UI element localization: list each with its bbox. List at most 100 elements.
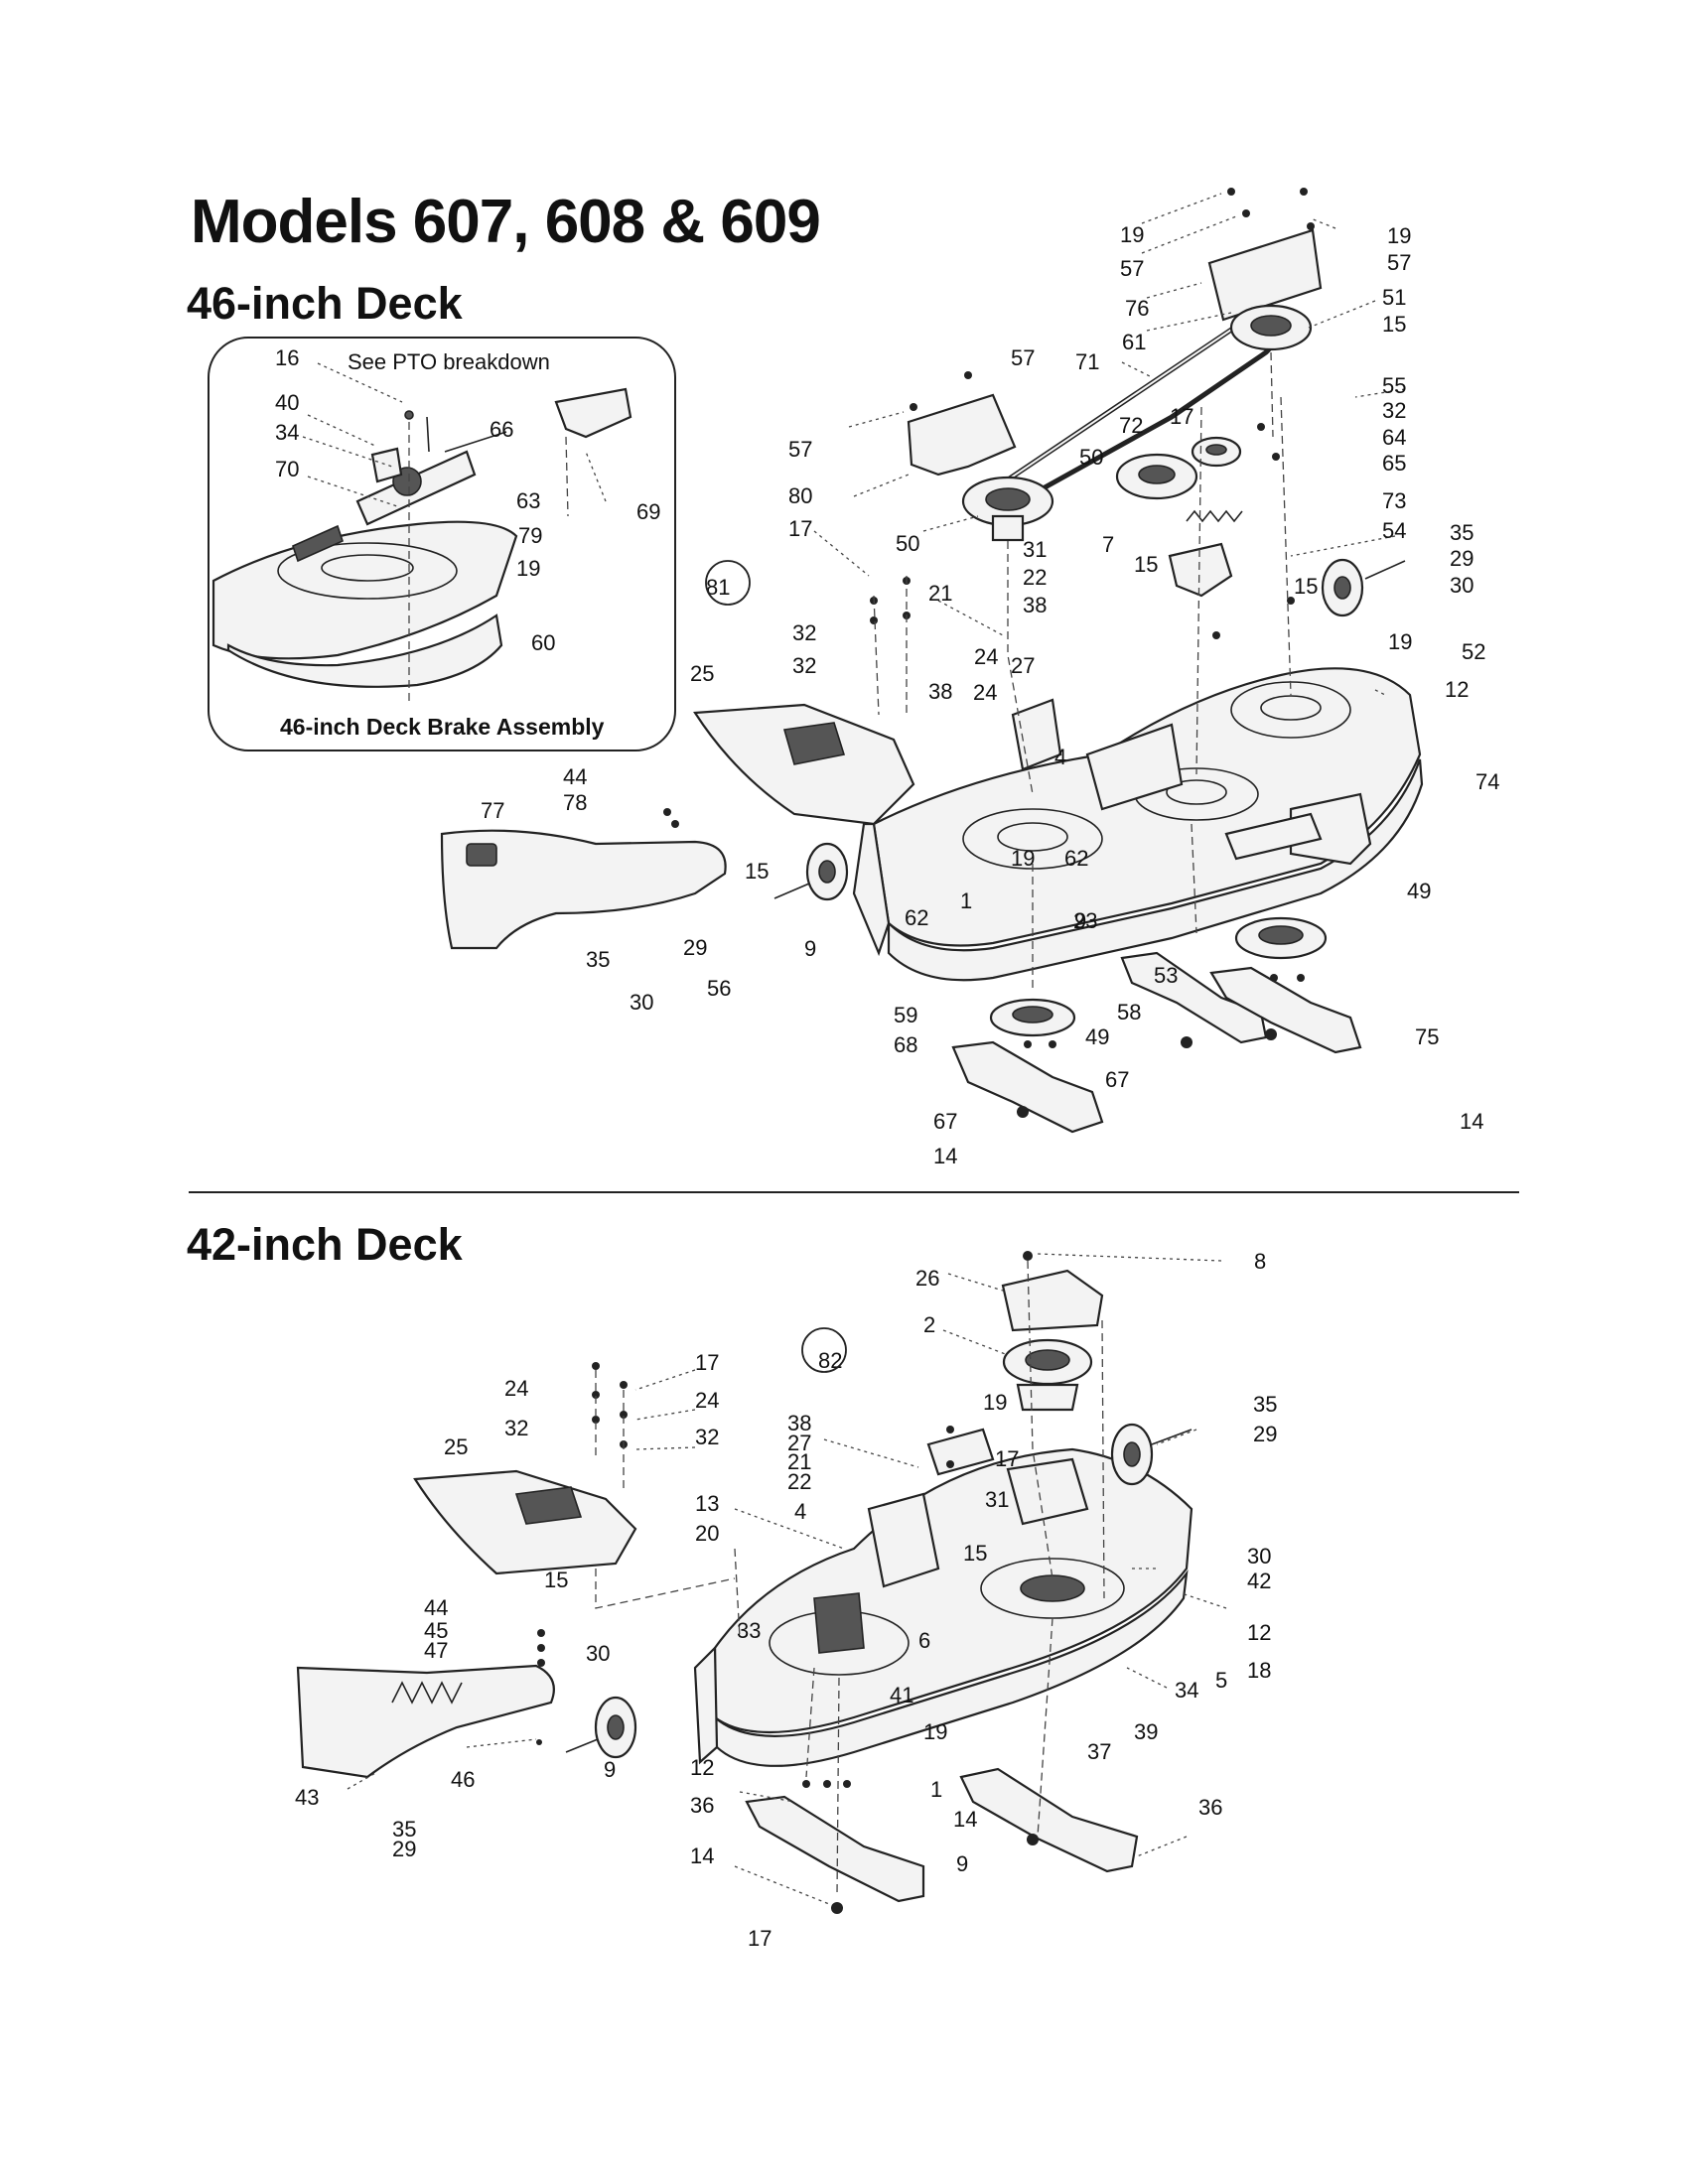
deck46-assembly (440, 188, 1424, 1134)
deck42-callout: 29 (392, 1837, 416, 1861)
deck46-callout: 35 (586, 947, 610, 972)
deck42-callout: 9 (956, 1851, 968, 1876)
deck42-callout: 30 (1247, 1544, 1271, 1569)
deck46-callout: 73 (1382, 488, 1406, 513)
deck42-callout: 32 (504, 1416, 528, 1440)
deck42-callout: 29 (1253, 1422, 1277, 1446)
deck42-callout: 9 (604, 1757, 616, 1782)
deck46-callout: 52 (1462, 639, 1485, 664)
gauge-wheel-left (773, 842, 849, 901)
deck46-callout: 78 (563, 790, 587, 815)
deck46-callout: 30 (630, 990, 653, 1015)
deck46-callout: 15 (1294, 574, 1318, 599)
deck42-callout: 24 (695, 1388, 719, 1413)
deck46-callout: 38 (1023, 593, 1047, 617)
pulley-50-left (961, 476, 1054, 542)
deck42-callout: 42 (1247, 1569, 1271, 1593)
inset-callout: 34 (275, 420, 299, 445)
deck46-callout: 14 (1460, 1109, 1483, 1134)
deck46-callout: 17 (788, 516, 812, 541)
deck42-callout: 37 (1087, 1739, 1111, 1764)
inset-callout: 16 (275, 345, 299, 370)
deck42-callout: 4 (794, 1499, 806, 1524)
deck46-callout: 22 (1023, 565, 1047, 590)
deck46-callout: 1 (960, 888, 972, 913)
deck46-callout: 80 (788, 483, 812, 508)
deck42-callout: 46 (451, 1767, 475, 1792)
mulch-plug-42 (296, 1664, 555, 1779)
mulch-plug (440, 829, 727, 950)
deck46-callout: 27 (1011, 653, 1035, 678)
deck42-shell (713, 1447, 1193, 1734)
deck42-callout: 44 (424, 1595, 448, 1620)
gauge-wheel-right (1321, 558, 1406, 617)
inset-brake-assembly: See PTO breakdown (208, 337, 676, 751)
deck46-callout: 76 (1125, 296, 1149, 321)
deck42-callout: 33 (737, 1618, 761, 1643)
section-title-42: 42-inch Deck (187, 1219, 463, 1270)
deck46-callout: 67 (933, 1109, 957, 1134)
deck46-callout: 55 (1382, 373, 1406, 398)
deck46-callout: 19 (1120, 222, 1144, 247)
inset-callout: 63 (516, 488, 540, 513)
deck46-callout: 19 (1387, 223, 1411, 248)
deck42-callout: 12 (690, 1755, 714, 1780)
deck42-callout: 19 (983, 1390, 1007, 1415)
blade-42-left (745, 1795, 925, 1903)
deck42-callout: 14 (690, 1843, 714, 1868)
deck46-callout: 58 (1117, 1000, 1141, 1024)
belt-cover-top (1207, 228, 1323, 322)
deck42-callout: 5 (1215, 1668, 1227, 1693)
pulley-2 (1002, 1338, 1093, 1412)
deck46-callout: 29 (1450, 546, 1474, 571)
idler-arm (1168, 542, 1233, 598)
deck46-callout: 44 (563, 764, 587, 789)
deck46-callout: 50 (896, 531, 919, 556)
deck42-callout: 1 (930, 1777, 942, 1802)
deck46-callout: 56 (707, 976, 731, 1001)
section-divider (189, 1191, 1519, 1193)
deck46-callout: 7 (1102, 532, 1114, 557)
blade-46-left (951, 1040, 1104, 1134)
deck42-callout: 12 (1247, 1620, 1271, 1645)
deck46-callout: 35 (1450, 520, 1474, 545)
deck42-callout: 39 (1134, 1719, 1158, 1744)
inset-callout: 19 (516, 556, 540, 581)
blade-42-right (959, 1767, 1139, 1873)
deck42-callout: 6 (918, 1628, 930, 1653)
deck46-callout: 57 (788, 437, 812, 462)
deck46-callout: 68 (894, 1032, 917, 1057)
deck46-callout: 24 (974, 644, 998, 669)
deck46-callout: 38 (928, 679, 952, 704)
deck46-callout: 77 (481, 798, 504, 823)
deck46-callout: 74 (1475, 769, 1499, 794)
deck46-callout: 65 (1382, 451, 1406, 476)
deck46-callout: 9 (804, 936, 816, 961)
page-title: Models 607, 608 & 609 (191, 188, 821, 256)
deck42-callout: 36 (1198, 1795, 1222, 1820)
tension-spring (1186, 509, 1243, 523)
deck46-callout: 15 (1382, 312, 1406, 337)
deck46-callout: 57 (1387, 250, 1411, 275)
deck42-callout: 38 (787, 1411, 811, 1435)
deck42-callout: 17 (695, 1350, 719, 1375)
deck42-callout: 19 (923, 1719, 947, 1744)
deck46-callout: 72 (1119, 413, 1143, 438)
deck42-callout: 82 (818, 1348, 842, 1373)
deck42-callout: 35 (1253, 1392, 1277, 1417)
deck46-callout: 19 (1011, 846, 1035, 871)
deck46-callout: 12 (1445, 677, 1469, 702)
deck42-callout: 43 (295, 1785, 319, 1810)
deck42-callout: 24 (504, 1376, 528, 1401)
deck42-callout: 20 (695, 1521, 719, 1546)
deck46-callout: 57 (1120, 256, 1144, 281)
deck46-callout: 62 (905, 905, 928, 930)
inset-callout: 66 (490, 417, 513, 442)
deck46-callout: 15 (1134, 552, 1158, 577)
deck42-callout: 47 (424, 1638, 448, 1663)
inset-caption: 46-inch Deck Brake Assembly (280, 714, 605, 740)
deck46-callout: 54 (1382, 518, 1406, 543)
